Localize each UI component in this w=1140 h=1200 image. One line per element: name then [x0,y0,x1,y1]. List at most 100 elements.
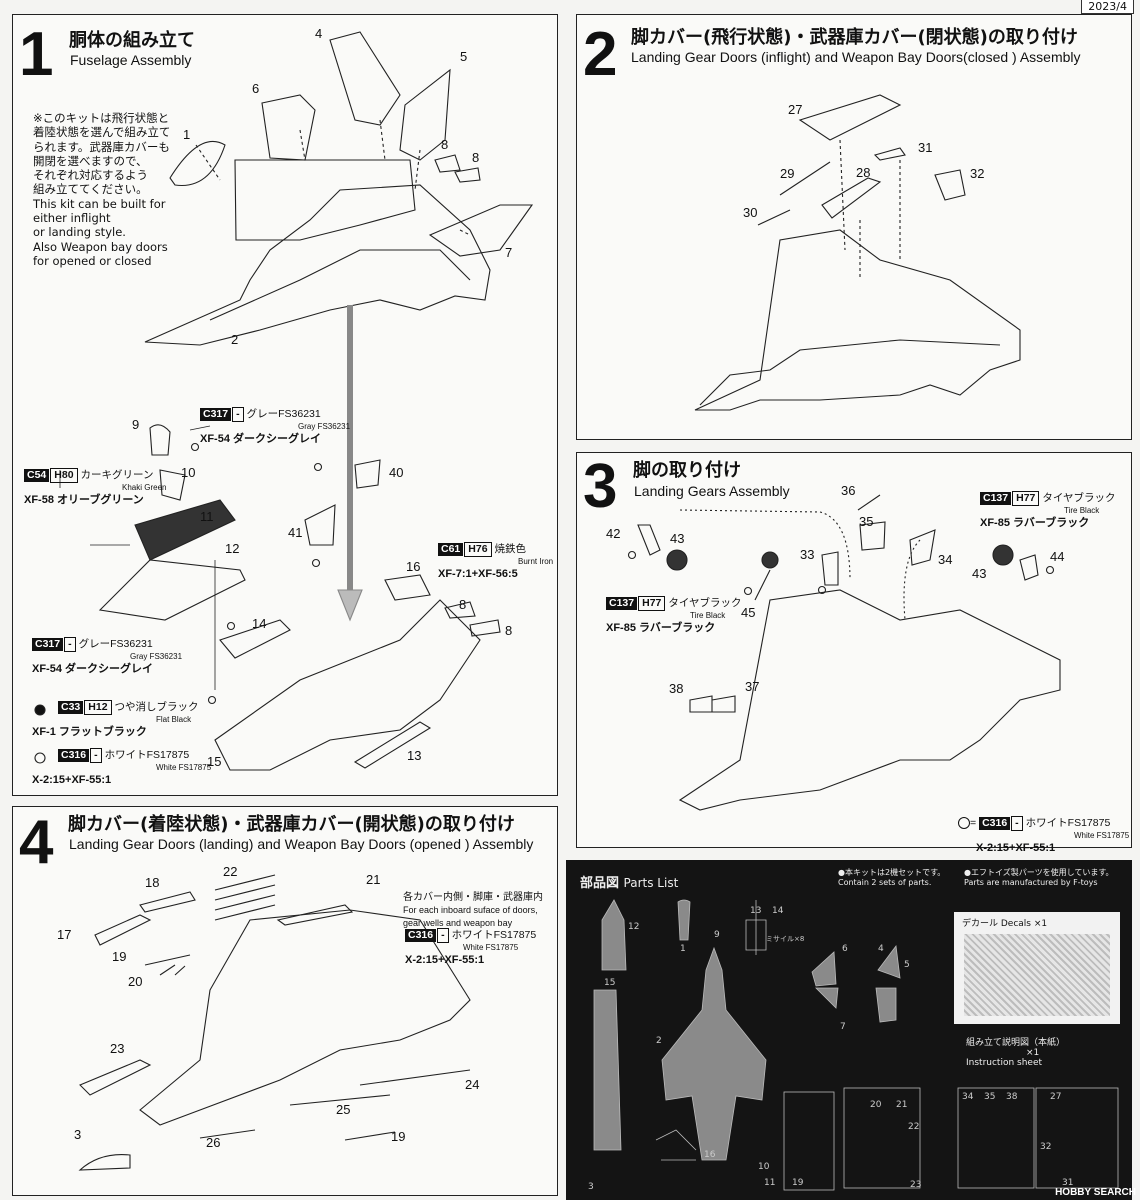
paint-callout: = C316-ホワイトFS17875 White FS17875 X-2:15+… [958,816,1129,855]
step1-panel: 1 胴体の組み立て Fuselage Assembly ※このキットは飛行状態と… [12,14,558,796]
parts-label: 20 [870,1100,882,1110]
part-7-drawing [428,204,534,257]
parts-note-2: ●エフトイズ製パーツを使用しています。 Parts are manufactur… [964,868,1114,888]
paint-mix: X-2:15+XF-55:1 [32,774,112,786]
step3-title-jp: 脚の取り付け [633,460,741,481]
decal-sheet: デカール Decals ×1 [954,912,1120,1024]
note-line: Parts are manufactured by F-toys [964,878,1098,887]
step4-title-en: Landing Gear Doors (landing) and Weapon … [69,836,534,852]
part-label: 1 [183,127,191,142]
paint-mix: XF-7:1+XF-56:5 [438,568,518,580]
sprue-3 [957,1087,1035,1189]
sheet-en: Instruction sheet [966,1058,1043,1068]
part-label: 31 [918,140,933,155]
parts-label: 34 [962,1092,974,1102]
step1-number: 1 [19,20,54,89]
date-tag: 2023/4 [1081,0,1134,14]
part-27-drawing [798,94,902,141]
canopy-drawing [169,140,226,187]
parts-label: 5 [904,960,910,970]
parts-label: 38 [1006,1092,1018,1102]
note-line: それぞれ対応するよう [33,168,148,183]
part-label: 38 [669,681,684,696]
paint-name-en: Gray FS36231 [130,652,183,661]
parts-label: 16 [704,1150,716,1160]
part-label: 14 [252,616,267,631]
note-line: Also Weapon bay doors [33,239,168,254]
part-label: 8 [505,623,513,638]
note-line: られます。武器庫カバーも [33,139,170,154]
wing-shapes [811,944,901,1023]
parts-art [593,899,1119,1191]
part-label: 23 [110,1041,125,1056]
part-12-shape [601,899,627,971]
paint-mix: X-2:15+XF-55:1 [405,954,485,966]
part-label: 3 [74,1127,82,1142]
part-label: 40 [389,465,404,480]
note-line: or landing style. [33,225,126,240]
step2-panel: 2 脚カバー(飛行状態)・武器庫カバー(閉状態)の取り付け Landing Ge… [576,14,1132,440]
parts-label: 35 [984,1092,996,1102]
part-label: 43 [670,531,685,546]
step2-title-jp: 脚カバー(飛行状態)・武器庫カバー(閉状態)の取り付け [631,27,1078,48]
step2-title-en: Landing Gear Doors (inflight) and Weapon… [631,49,1081,65]
parts-label: 13 [750,906,762,916]
paint-name-en: Gray FS36231 [298,422,351,431]
decal-qty: ×1 [1033,919,1048,929]
wing-part-5-drawing [399,68,451,161]
part-1-shape [677,899,691,941]
note-line: 各カバー内側・脚庫・武器庫内 [403,892,543,903]
step4-fuselage-drawing [139,909,471,1126]
part-label: 32 [970,166,985,181]
decal-label: デカール Decals [962,919,1031,929]
parts-list-title-jp: 部品図 [580,876,620,891]
cockpit-tub-drawing [134,499,236,561]
part-label: 26 [206,1135,221,1150]
paint-h-code: H12 [84,700,112,715]
parts-list-title: 部品図 Parts List [580,872,678,891]
parts-label: 23 [910,1180,922,1190]
step4-title-jp: 脚カバー(着陸状態)・武器庫カバー(開状態)の取り付け [68,814,515,835]
seat-drawing [159,469,186,501]
paint-code: C317 [200,408,232,421]
sprue-2 [843,1087,921,1189]
paint-mix: XF-54 ダークシーグレイ [32,663,154,675]
paint-name-jp: ホワイトFS17875 [451,929,537,941]
sheet-jp: 組み立て説明図（本紙） [966,1038,1066,1048]
paint-h-code: H77 [638,596,666,611]
decal-pattern [964,934,1110,1016]
part-2-shape [661,946,767,1161]
paint-name-en: Burnt Iron [518,557,554,566]
parts-label: 9 [714,930,720,940]
paint-mix: XF-85 ラバーブラック [980,517,1090,529]
part-label: 29 [780,166,795,181]
note-line: This kit can be built for [33,196,166,211]
paint-code: C317 [32,638,64,651]
instruction-sheet: 組み立て説明図（本紙） ×1 Instruction sheet [966,1038,1132,1068]
part-label: 44 [1050,549,1065,564]
part-label: 35 [859,514,874,529]
parts-label: 3 [588,1182,594,1192]
parts-label: 4 [878,944,884,954]
part-label: 33 [800,547,815,562]
paint-mix: XF-58 オリーブグリーン [24,494,144,506]
step4-number: 4 [19,808,54,877]
part-label: 5 [460,49,468,64]
step4-note: 各カバー内側・脚庫・武器庫内 For each inboard suface o… [403,891,543,930]
part-label: 45 [741,605,756,620]
parts-list-panel: 部品図 Parts List ●本キットは2機セットです。 Contain 2 … [566,860,1132,1200]
parts-list-title-en: Parts List [623,876,679,890]
part-label: 19 [112,949,127,964]
note-line: gear wells and weapon bay [403,918,513,928]
paint-name-jp: ホワイトFS17875 [1025,817,1111,829]
note-line: ※このキットは飛行状態と [33,111,170,125]
paint-h-code: - [437,928,449,943]
part-label: 18 [145,875,160,890]
parts-label: 11 [764,1178,776,1188]
paint-callout: C316-ホワイトFS17875 White FS17875 X-2:15+XF… [32,748,211,787]
note-line: For each inboard suface of doors, [403,905,538,915]
parts-label: 10 [758,1162,770,1172]
part-label: 24 [465,1077,480,1092]
